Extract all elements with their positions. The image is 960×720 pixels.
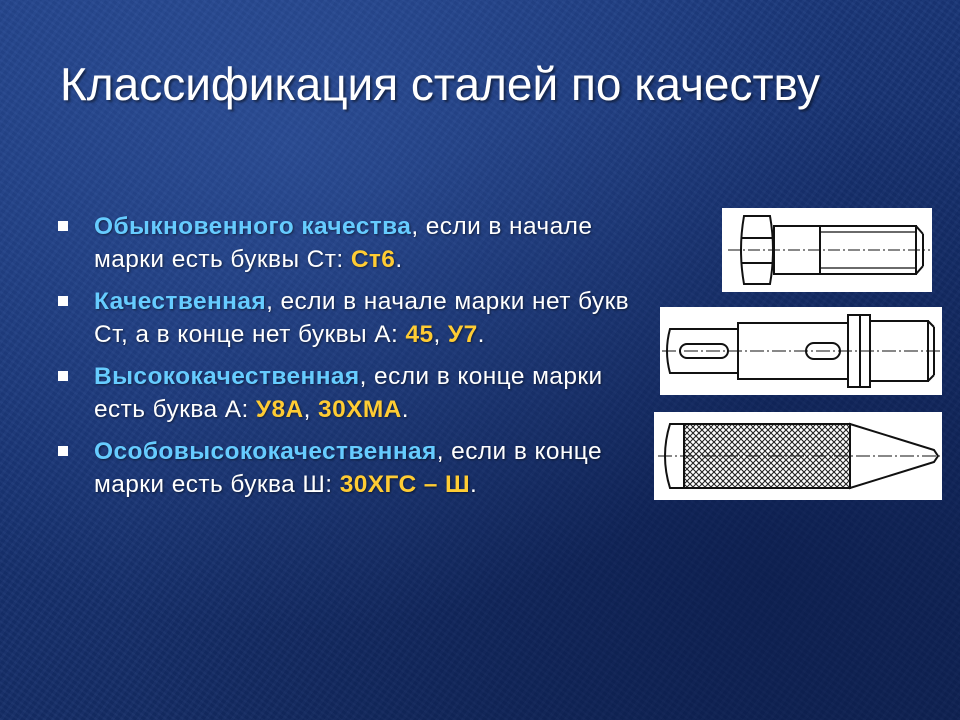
bullet-text: , если в начале марки есть буквы Ст: bbox=[94, 213, 593, 273]
bullet-text: , если в конце марки есть буква Ш: bbox=[94, 438, 602, 498]
steel-grade: Ст6 bbox=[350, 246, 396, 273]
bullet-marker-icon bbox=[58, 446, 68, 456]
bullet-term: Качественная bbox=[94, 288, 267, 315]
bullet-marker-icon bbox=[58, 296, 68, 306]
steel-grade: У8А bbox=[255, 396, 304, 423]
bolt-drawing bbox=[722, 208, 932, 292]
steel-grade: 45 bbox=[405, 321, 434, 348]
bullet-high-quality: Высококачественная, если в конце марки е… bbox=[58, 360, 638, 426]
steel-grade: 30ХМА bbox=[318, 396, 402, 423]
bolt-drawing-icon bbox=[728, 215, 930, 285]
bullet-especially-high-quality: Особовысококачественная, если в конце ма… bbox=[58, 435, 638, 501]
bullet-ordinary-quality: Обыкновенного качества, если в начале ма… bbox=[58, 210, 638, 276]
steel-grade: 30ХГС – Ш bbox=[339, 471, 470, 498]
bullet-term: Особовысококачественная bbox=[94, 438, 437, 465]
bullet-text-end: . bbox=[470, 471, 478, 498]
bullet-quality: Качественная, если в начале марки нет бу… bbox=[58, 285, 638, 351]
bullet-text-end: . bbox=[401, 396, 409, 423]
slide-title: Классификация сталей по качеству bbox=[60, 58, 820, 110]
bullet-separator: , bbox=[433, 321, 448, 348]
bullet-term: Высококачественная bbox=[94, 363, 360, 390]
bullet-text-end: . bbox=[395, 246, 403, 273]
bullet-term: Обыкновенного качества bbox=[94, 213, 412, 240]
steel-grade: У7 bbox=[447, 321, 478, 348]
knurled-pin-drawing bbox=[654, 412, 942, 500]
shaft-drawing-icon bbox=[662, 314, 940, 388]
shaft-drawing bbox=[660, 307, 942, 395]
bullet-list: Обыкновенного качества, если в начале ма… bbox=[58, 210, 638, 510]
bullet-text-end: . bbox=[477, 321, 485, 348]
knurled-pin-drawing-icon bbox=[658, 422, 940, 490]
bullet-marker-icon bbox=[58, 221, 68, 231]
bullet-text: , если в начале марки нет букв Ст, а в к… bbox=[94, 288, 630, 348]
bullet-separator: , bbox=[303, 396, 319, 423]
bullet-marker-icon bbox=[58, 371, 68, 381]
bullet-text: , если в конце марки есть буква А: bbox=[94, 363, 603, 423]
